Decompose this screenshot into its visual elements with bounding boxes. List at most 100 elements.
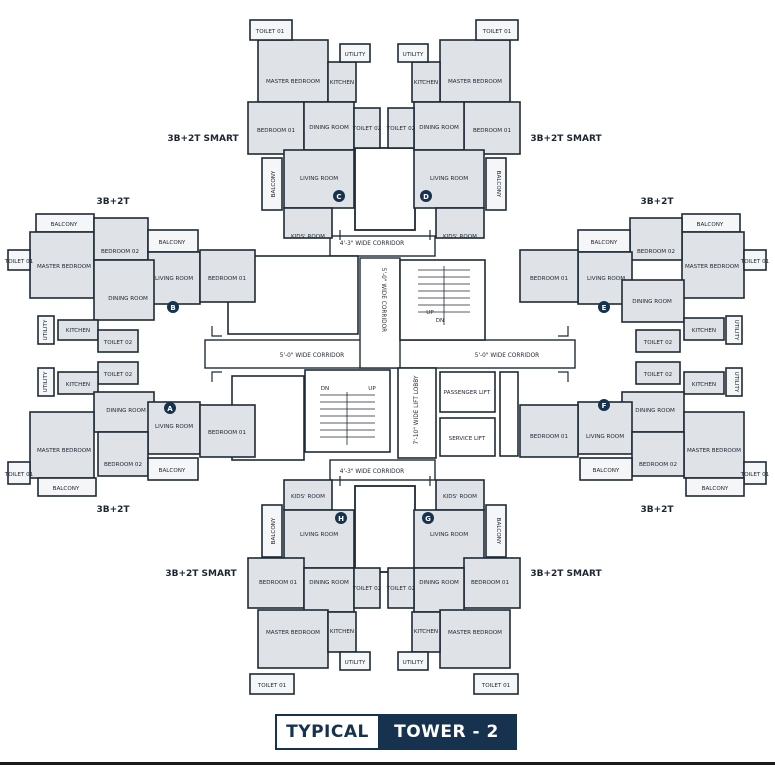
utility-g [397,651,429,671]
dining-b-label: DINING ROOM [108,296,148,302]
toilet-02-e-label: TOILET 02 [643,340,672,346]
kitchen-e-label: KITCHEN [692,328,716,334]
toilet-02-g-label: TOILET 02 [386,586,415,592]
balcony-f-label: BALCONY [593,468,620,474]
utility-d-label: UTILITY [403,52,424,58]
dining-f-label: DINING ROOM [635,408,675,414]
lift-shaft-side [499,371,519,457]
unit-marker-e-text: E [602,304,607,312]
toilet-01-b [7,249,31,271]
unit-marker-b [167,301,179,313]
utility-f-label: UTILITY [733,372,739,393]
bedroom-02-f [631,431,685,477]
utility-f [725,367,743,397]
kids-room-c-label: KIDS' ROOM [291,234,325,240]
living-b-label: LIVING ROOM [155,276,193,282]
utility-d [397,43,429,63]
unit-g: KIDS' ROOM BALCONY LIVING ROOM BEDROOM 0… [386,479,521,695]
unit-e: BALCONY MASTER BEDROOM TOILET 01 BEDROOM… [519,213,770,353]
unit-marker-a-text: A [167,405,173,413]
master-bedroom-a-label: MASTER BEDROOM [37,448,91,454]
balcony-g [485,504,507,558]
balcony-g-label: BALCONY [495,518,501,545]
master-bedroom-f-label: MASTER BEDROOM [687,448,741,454]
balcony-a-bottom-label: BALCONY [53,486,80,492]
dining-h-label: DINING ROOM [309,580,349,586]
bedroom-01-c [247,101,305,155]
master-bedroom-f [683,411,745,479]
service-lift [439,417,496,457]
bedroom-01-g-label: BEDROOM 01 [471,580,510,586]
toilet-02-d [387,107,415,149]
balcony-b-label: BALCONY [159,240,186,246]
unit-type-left-upper: 3B+2T [96,197,130,207]
balcony-d-label: BALCONY [495,171,501,198]
bedroom-02-b-label: BEDROOM 02 [101,249,139,255]
master-bedroom-e-label: MASTER BEDROOM [685,264,739,270]
unit-marker-c [333,190,345,202]
utility-e [725,315,743,345]
unit-c: TOILET 01 MASTER BEDROOM UTILITY KITCHEN… [247,19,381,240]
living-h-label: LIVING ROOM [300,532,338,538]
corridor-right-label: 5'-0" WIDE CORRIDOR [475,353,539,359]
top-corridor [329,235,436,257]
kitchen-d-label: KITCHEN [414,80,438,86]
dining-a-label: DINING ROOM [106,408,146,414]
balcony-a [147,457,199,481]
toilet-01-c [249,19,293,41]
unit-type-bottom-left: 3B+2T SMART [165,569,237,579]
utility-c-label: UTILITY [345,52,366,58]
kitchen-a-label: KITCHEN [66,382,90,388]
bedroom-01-b-label: BEDROOM 01 [208,276,247,282]
unit-marker-e [598,301,610,313]
corridor-vertical-label: 5'-0" WIDE CORRIDOR [380,268,386,332]
living-c-label: LIVING ROOM [300,176,338,182]
top-shaft [354,147,416,231]
lift-lobby [397,367,437,459]
stair-up-label-bottom: UP [368,386,376,392]
toilet-02-g [387,567,415,609]
toilet-01-g-label: TOILET 01 [481,683,511,689]
balcony-c [261,157,283,211]
living-e-label: LIVING ROOM [587,276,625,282]
dining-e-label: DINING ROOM [632,299,672,305]
utility-h-label: UTILITY [345,660,366,666]
toilet-01-b-label: TOILET 01 [4,259,34,265]
bedroom-02-a-label: BEDROOM 02 [104,462,142,468]
living-f-label: LIVING ROOM [586,434,624,440]
kids-room-c [283,207,333,239]
passenger-lift [439,371,496,413]
toilet-01-f [743,461,767,485]
unit-marker-h-text: H [338,515,344,523]
dining-c-label: DINING ROOM [309,125,349,131]
master-bedroom-d-label: MASTER BEDROOM [448,79,502,85]
unit-marker-h [335,512,347,524]
passenger-lift-label: PASSENGER LIFT [444,390,491,396]
bedroom-02-b [93,217,149,261]
kitchen-a [57,371,99,395]
toilet-02-c-label: TOILET 02 [352,126,381,132]
toilet-01-f-label: TOILET 01 [740,472,770,478]
master-bedroom-d [439,39,511,103]
bedroom-01-h-label: BEDROOM 01 [259,580,298,586]
kitchen-f-label: KITCHEN [692,382,716,388]
toilet-01-c-label: TOILET 01 [255,29,285,35]
kitchen-h-label: KITCHEN [330,629,354,635]
dining-g-label: DINING ROOM [419,580,459,586]
stair-top [399,259,486,341]
living-g-label: LIVING ROOM [430,532,468,538]
unit-b: BALCONY MASTER BEDROOM TOILET 01 BEDROOM… [4,213,256,353]
unit-marker-b-text: B [170,304,175,312]
utility-b [37,315,55,345]
unit-type-bottom-right: 3B+2T SMART [530,569,602,579]
master-bedroom-a [29,411,95,479]
bedroom-01-d-label: BEDROOM 01 [473,128,512,134]
balcony-d [485,157,507,211]
lift-lobby-label: 7'-10" WIDE LIFT LOBBY [414,375,420,444]
master-bedroom-c-label: MASTER BEDROOM [266,79,320,85]
kids-room-d [435,207,485,239]
kids-room-h-label: KIDS' ROOM [291,494,325,500]
unit-marker-c-text: C [336,193,341,201]
unit-marker-g-text: G [425,515,431,523]
